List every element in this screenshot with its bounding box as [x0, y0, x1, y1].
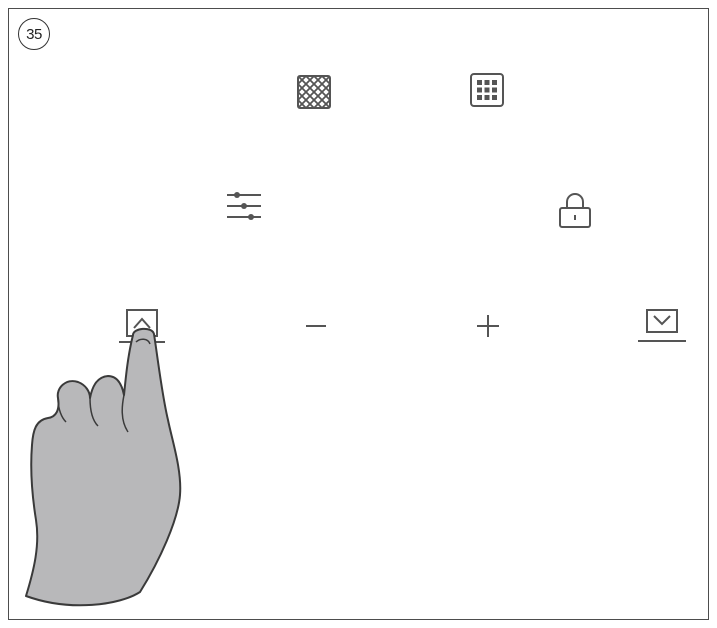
step-number-badge: 35 — [18, 18, 50, 50]
arrow-down-button[interactable] — [634, 304, 690, 348]
step-number: 35 — [26, 26, 42, 43]
grill-button[interactable] — [292, 70, 336, 114]
minus-icon — [305, 315, 327, 337]
sliders-icon — [225, 189, 263, 223]
arrow-down-box-icon — [636, 306, 688, 346]
dot-grid-button[interactable] — [465, 68, 509, 112]
plus-button[interactable] — [468, 306, 508, 346]
lock-button[interactable] — [553, 188, 597, 232]
arrow-up-box-icon — [117, 306, 167, 346]
plus-icon — [476, 314, 500, 338]
minus-button[interactable] — [296, 306, 336, 346]
settings-button[interactable] — [222, 184, 266, 228]
lock-icon — [558, 191, 592, 229]
grill-grid-icon — [297, 75, 331, 109]
panel-frame — [8, 8, 709, 620]
arrow-up-button[interactable] — [116, 304, 168, 348]
dot-grid-icon — [470, 73, 504, 107]
